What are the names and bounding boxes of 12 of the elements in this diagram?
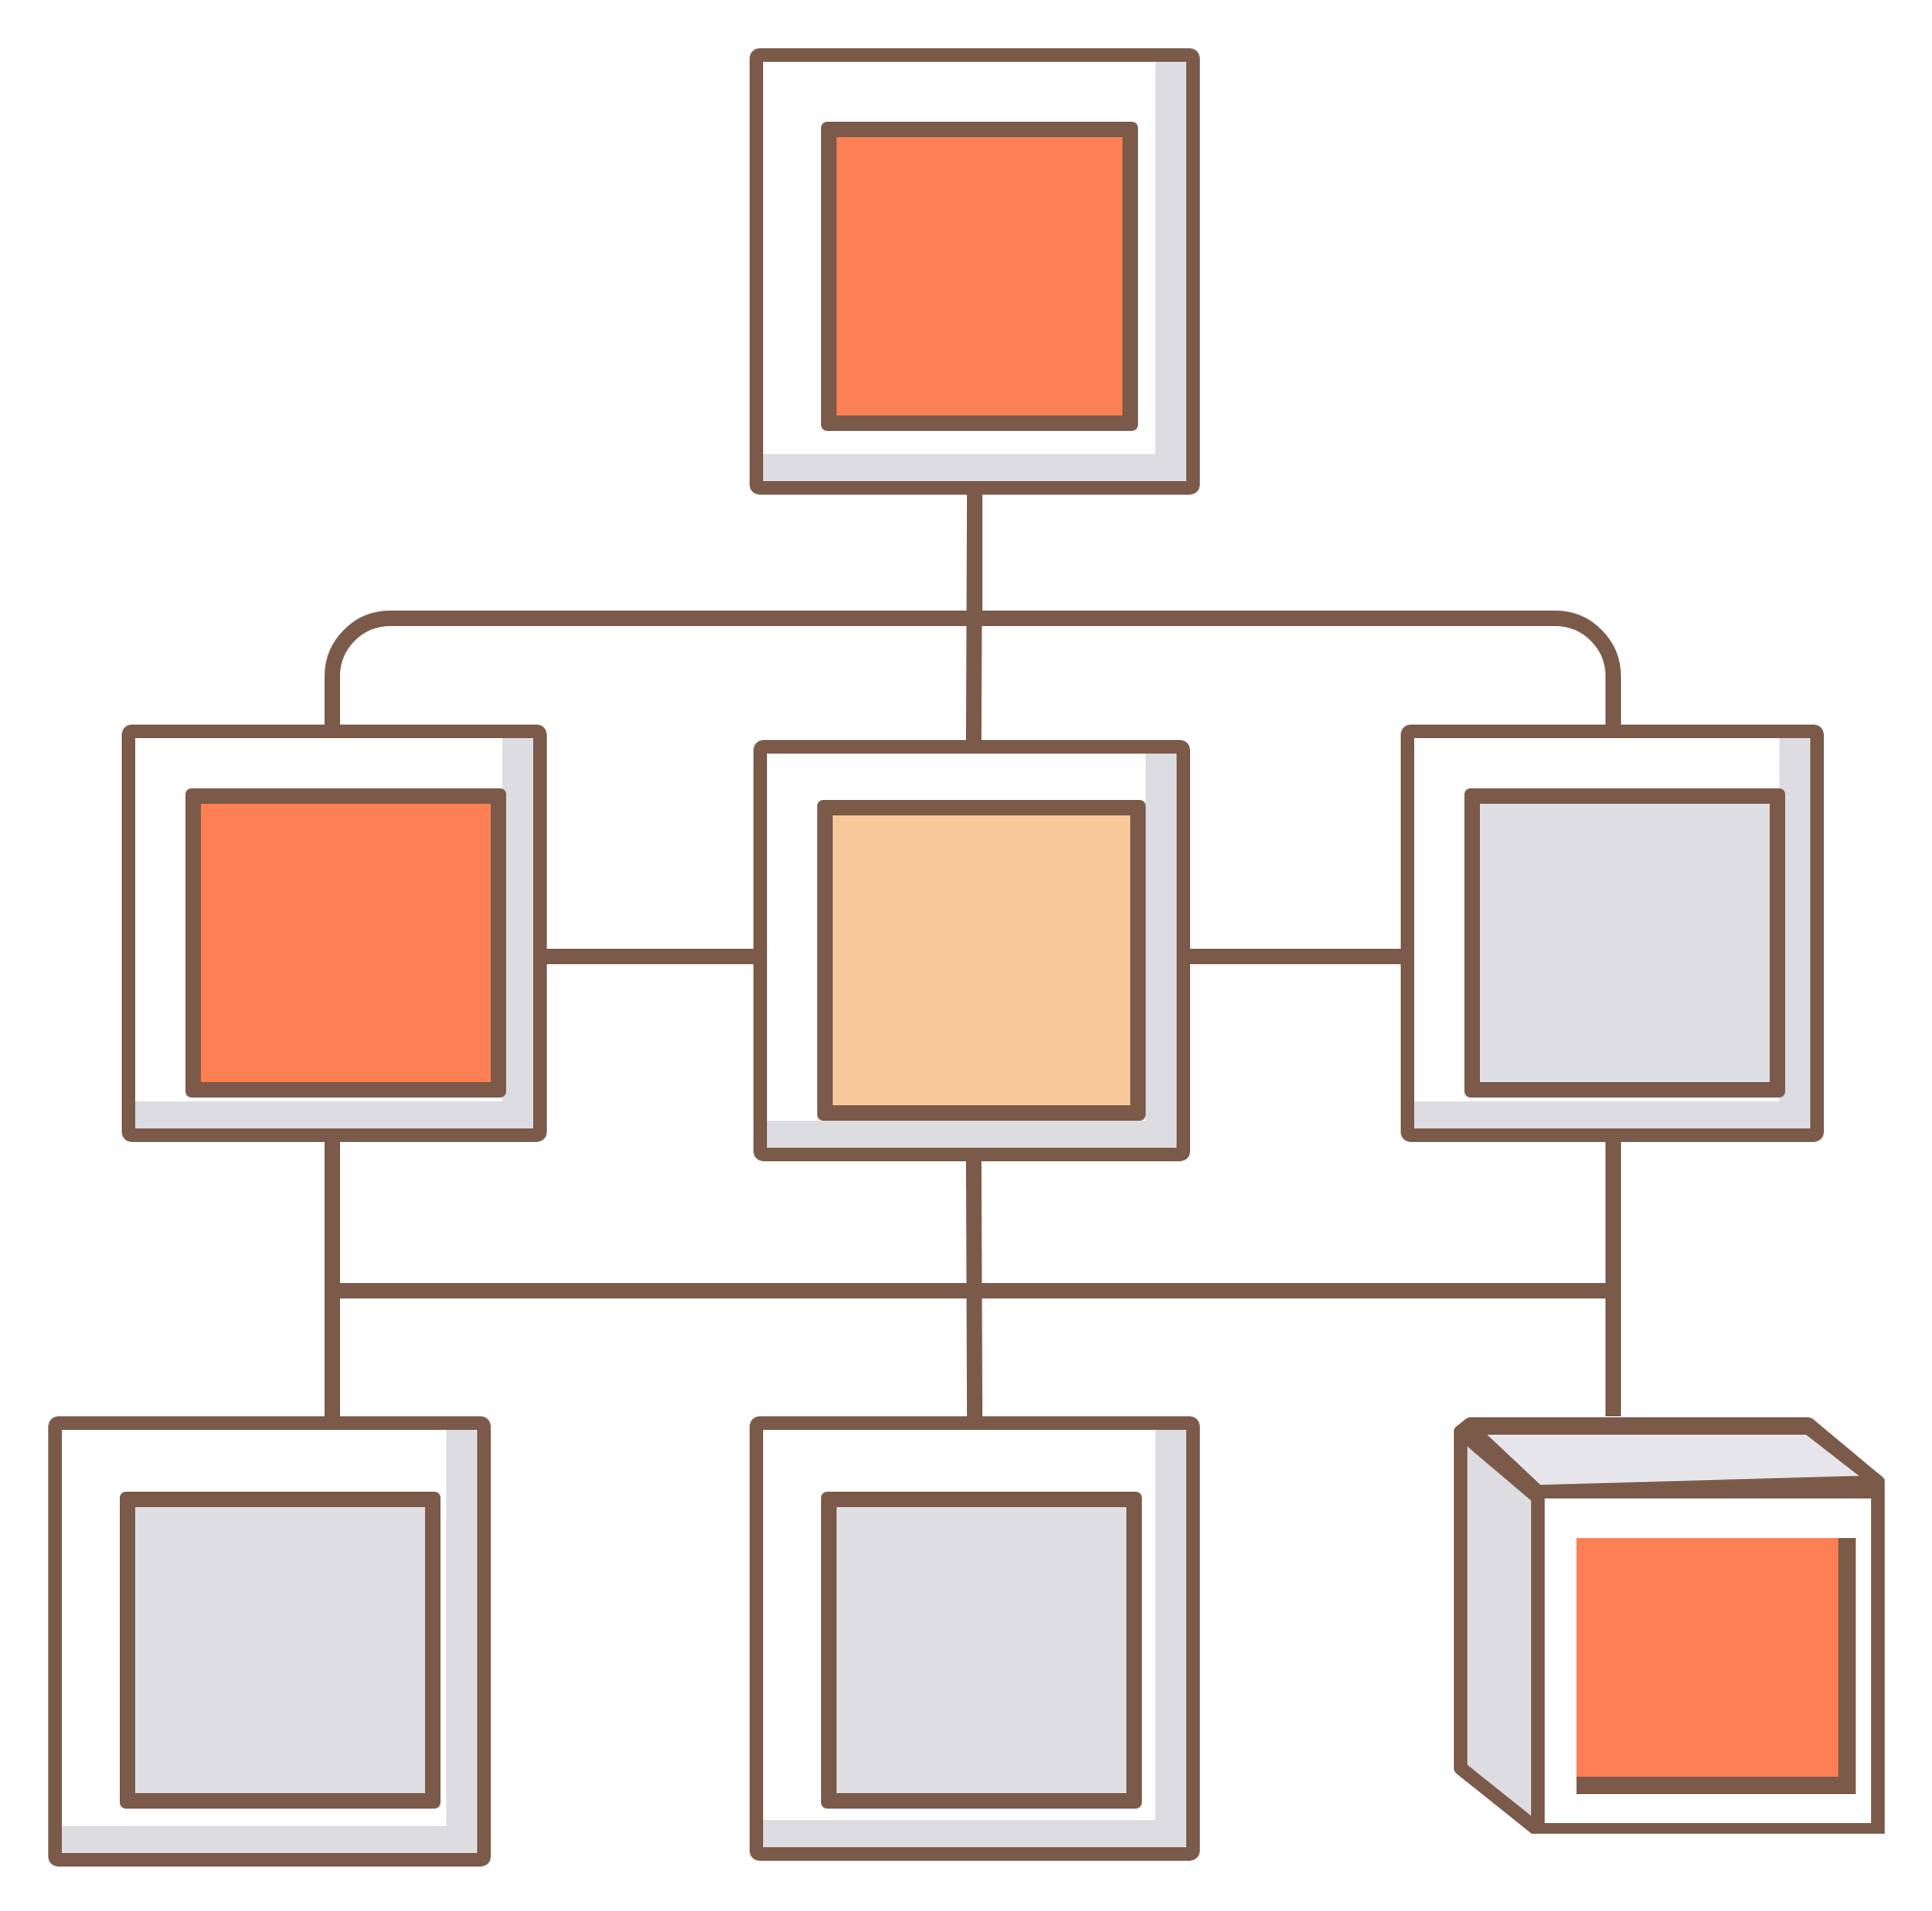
cube-icon xyxy=(1453,1416,1889,1834)
connector-line xyxy=(1190,949,1401,964)
connector-line xyxy=(1605,1142,1621,1416)
nested-box-icon xyxy=(1401,725,1824,1142)
connector-line xyxy=(325,1142,340,1416)
nested-box-icon xyxy=(750,48,1200,495)
nested-box-icon xyxy=(753,740,1190,1161)
nested-box-icon xyxy=(122,725,547,1142)
nested-box-icon xyxy=(750,1416,1200,1861)
connector-line xyxy=(966,1160,982,1417)
nested-box-icon xyxy=(48,1416,491,1867)
connector-line xyxy=(547,949,753,964)
